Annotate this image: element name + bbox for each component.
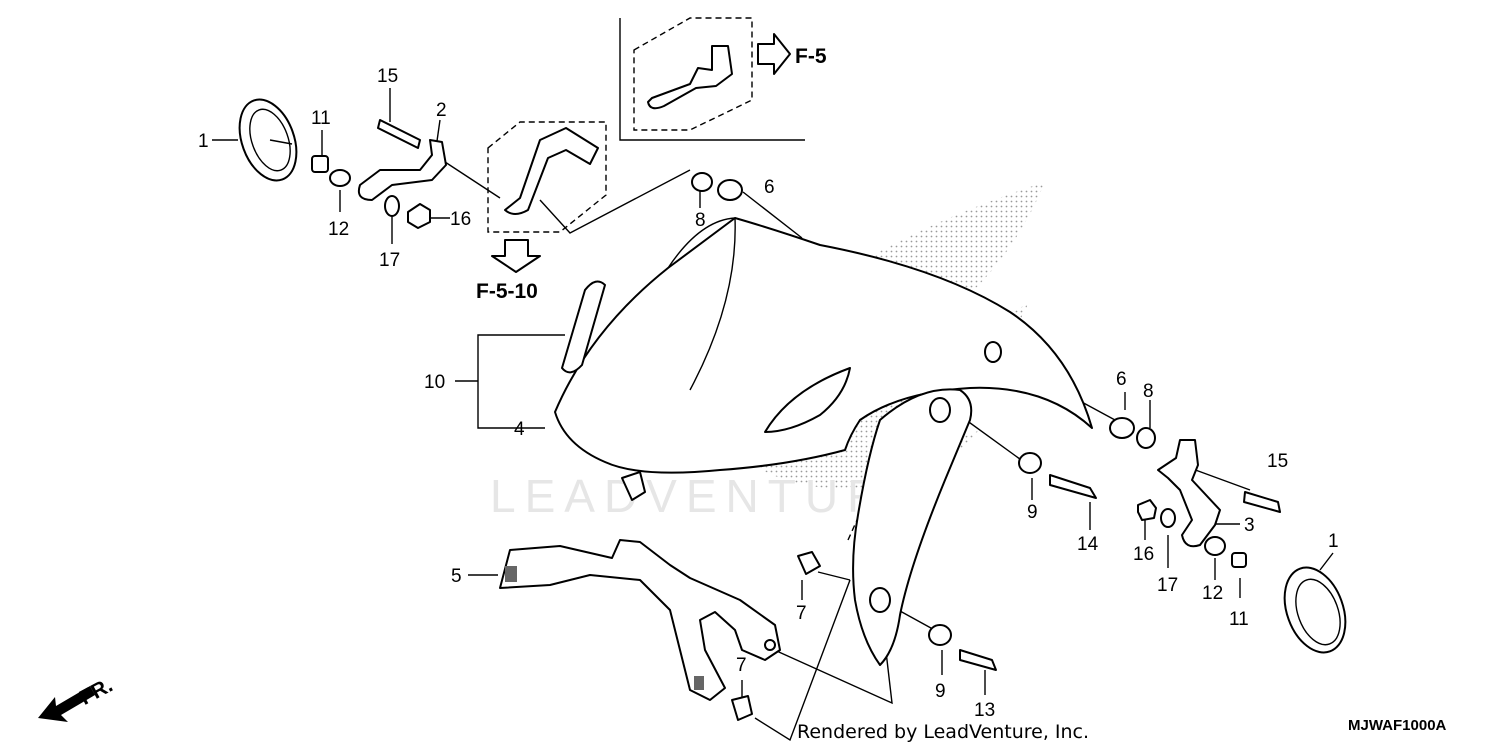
reference-f5-label: F-5 xyxy=(795,45,827,68)
diagram-code: MJWAF1000A xyxy=(1348,717,1447,734)
callout-9: 9 xyxy=(935,681,946,702)
inset-reference-f5: F-5 xyxy=(619,17,827,141)
inset-reference-f5-10: F-5-10 xyxy=(476,121,607,303)
callout-1: 1 xyxy=(1328,531,1339,552)
callout-8: 8 xyxy=(1143,381,1154,402)
reflector-right xyxy=(1283,566,1347,654)
callout-7: 7 xyxy=(796,603,807,624)
front-marker-label: FR. xyxy=(76,674,117,710)
fender-stay-bracket xyxy=(499,539,781,701)
callout-14: 14 xyxy=(1077,534,1099,555)
front-fender xyxy=(554,217,1093,666)
hardware xyxy=(311,119,1281,721)
callout-6: 6 xyxy=(764,177,775,198)
front-direction-arrow: FR. xyxy=(38,674,117,722)
reference-f5-10-label: F-5-10 xyxy=(476,280,538,303)
callout-12: 12 xyxy=(328,219,349,240)
callout-11: 11 xyxy=(1229,609,1249,630)
callout-10: 10 xyxy=(424,372,445,393)
watermark-text: LEADVENTURE xyxy=(490,470,929,522)
callout-4: 4 xyxy=(514,419,525,440)
callout-1: 1 xyxy=(198,131,209,152)
callout-11: 11 xyxy=(311,108,331,129)
callout-16: 16 xyxy=(1133,544,1154,565)
callout-17: 17 xyxy=(1157,575,1178,596)
credit-text: Rendered by LeadVenture, Inc. xyxy=(797,721,1089,743)
reflector-stay-left xyxy=(357,139,447,201)
callout-15: 15 xyxy=(377,66,398,87)
callout-3: 3 xyxy=(1244,515,1255,536)
callout-15: 15 xyxy=(1267,451,1288,472)
reflector-stay-right xyxy=(1157,439,1221,548)
callout-16: 16 xyxy=(450,209,471,230)
callout-13: 13 xyxy=(974,700,995,721)
callout-5: 5 xyxy=(451,566,462,587)
callout-2: 2 xyxy=(436,100,447,121)
callout-7: 7 xyxy=(736,655,747,676)
callout-17: 17 xyxy=(379,250,400,271)
callout-9: 9 xyxy=(1027,502,1038,523)
callout-6: 6 xyxy=(1116,369,1127,390)
callout-labels: 1 11 12 15 2 17 16 8 6 10 4 6 8 15 9 14 … xyxy=(198,66,1339,721)
reflector-left xyxy=(238,98,298,182)
fender-decal-strip xyxy=(561,280,606,374)
callout-12: 12 xyxy=(1202,583,1223,604)
callout-8: 8 xyxy=(695,210,706,231)
